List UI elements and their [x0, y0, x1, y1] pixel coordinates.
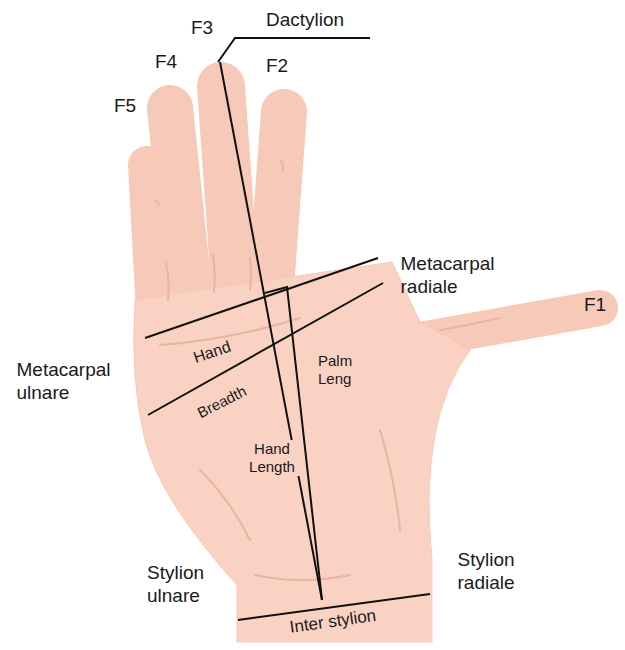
measure-label: Metacarpal ulnare: [17, 359, 132, 405]
measure-label: Metacarpal radiale: [401, 253, 516, 299]
measure-label: F5: [114, 95, 136, 118]
hand-shape: [134, 86, 600, 642]
measure-label: Palm Leng: [318, 352, 366, 388]
measure-label: Stylion radiale: [458, 549, 553, 595]
measurement-lines: [145, 38, 430, 620]
measure-label: Dactylion: [266, 9, 344, 32]
measure-label: F4: [155, 51, 177, 74]
measure-label: Hand Length: [241, 440, 303, 476]
measure-label: F2: [266, 55, 288, 78]
skin-creases: [155, 160, 500, 580]
measure-label: Stylion ulnare: [147, 562, 237, 608]
measure-label: F3: [191, 17, 213, 40]
measure-label: F1: [584, 294, 606, 317]
